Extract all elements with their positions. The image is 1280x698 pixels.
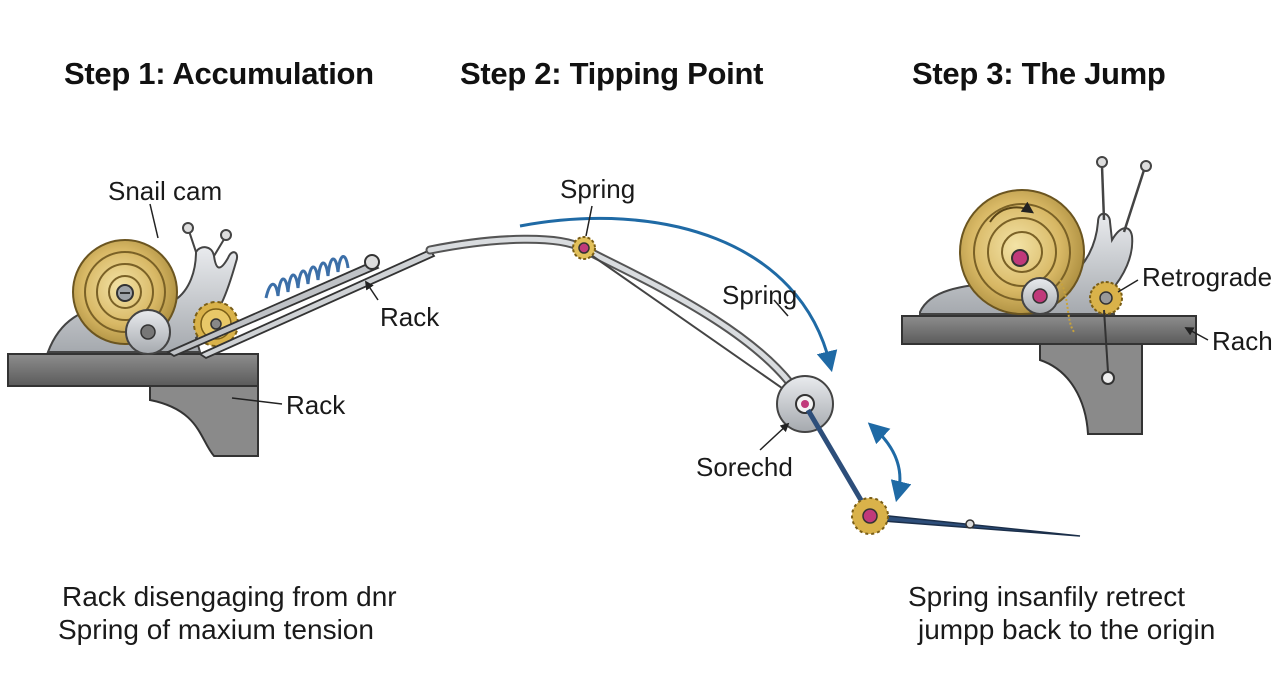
label-snail-cam: Snail cam (108, 176, 223, 206)
tipping-arrow (519, 216, 838, 373)
label-rach: Rach (1212, 326, 1273, 356)
step-3-title: Step 3: The Jump (912, 56, 1166, 91)
leader-rack-lower (231, 397, 283, 405)
caption-left-line-2: Spring of maxium tension (58, 614, 374, 645)
left-ledge (7, 353, 259, 457)
leader-snail-cam (149, 203, 159, 239)
gear-right (1089, 281, 1123, 385)
jump-arrow (867, 422, 912, 503)
leader-spring-top (585, 205, 593, 237)
sorechd-disc (776, 375, 834, 433)
spring-gear-top (572, 236, 596, 260)
retrograde-hand (805, 408, 1081, 537)
label-rack-lower: Rack (286, 390, 346, 420)
caption-right-line-1: Spring insanfily retrect (908, 581, 1186, 612)
step-1-title: Step 1: Accumulation (64, 56, 374, 91)
pivot-block-left (125, 309, 171, 355)
label-spring-top: Spring (560, 174, 636, 204)
leader-rack-upper (365, 280, 379, 301)
caption-right-line-2: jumpp back to the origin (918, 614, 1216, 645)
label-sorechd: Sorechd (696, 452, 793, 482)
label-retrograde: Retrograde (1142, 262, 1273, 292)
coil-spring-left (264, 254, 380, 299)
leader-sorechd (759, 422, 790, 451)
caption-left: Rack disengaging from dnr Spring of maxi… (58, 580, 397, 646)
rack-bar-left (166, 248, 436, 360)
right-ledge (901, 315, 1197, 435)
leader-retrograde (1117, 279, 1139, 293)
leader-spring-mid (773, 299, 789, 317)
label-spring-mid: Spring (722, 280, 798, 310)
step-2-title: Step 2: Tipping Point (460, 56, 764, 91)
label-rack-upper: Rack (380, 302, 440, 332)
caption-right: Spring insanfily retrect jumpp back to t… (908, 580, 1215, 646)
caption-left-line-1: Rack disengaging from dnr (62, 581, 397, 612)
leader-rach (1184, 327, 1209, 341)
pivot-block-right (1021, 277, 1075, 333)
rack-arc (425, 234, 807, 405)
